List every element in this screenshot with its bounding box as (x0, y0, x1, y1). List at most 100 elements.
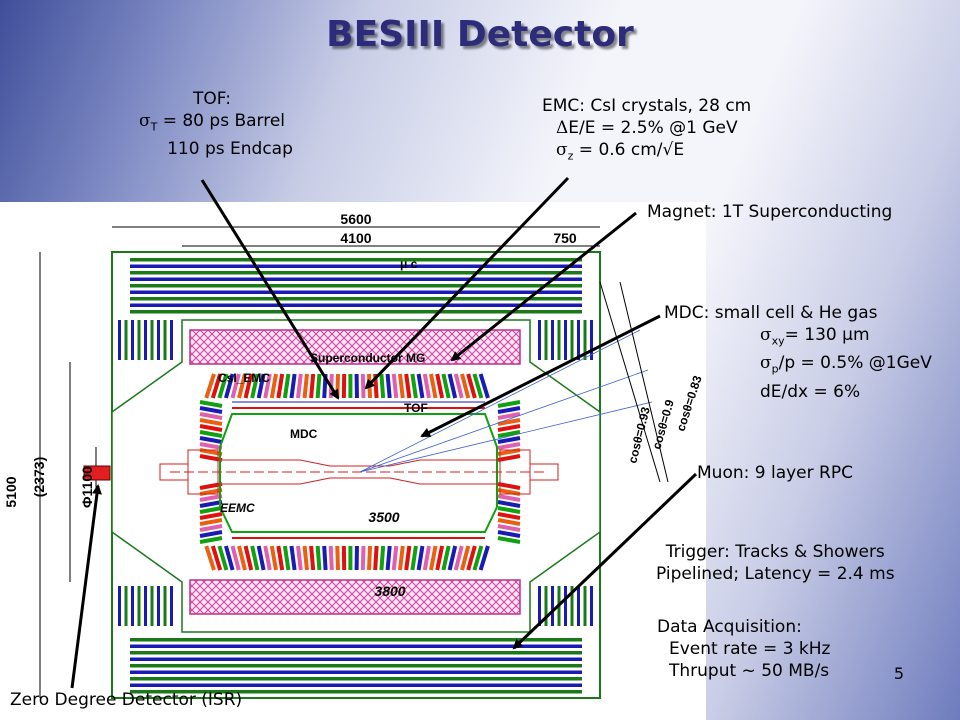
mdc-line1: MDC: small cell & He gas (664, 303, 878, 323)
emc-crystal (269, 545, 278, 571)
emc-crystal (204, 545, 216, 571)
muon-stripe (538, 586, 541, 626)
emc-endcap-crystal (199, 536, 223, 544)
muon-stripe (163, 320, 167, 360)
muon-stripe (150, 586, 154, 626)
emc-sub: z (567, 149, 574, 163)
emc-crystal (398, 545, 405, 571)
emc-crystal (360, 545, 366, 571)
emc-crystal (435, 545, 445, 571)
emc-crystal (210, 545, 223, 571)
emc-crystal (282, 545, 291, 571)
muon-stripe (130, 644, 582, 648)
trigger-note: Trigger: Tracks & Showers Pipelined; Lat… (656, 541, 895, 585)
emc-endcap-crystal (497, 442, 521, 450)
trigger-line2: Pipelined; Latency = 2.4 ms (656, 564, 895, 584)
emc-crystal (391, 545, 399, 571)
emc-crystal (276, 545, 285, 571)
emc-crystal (367, 373, 373, 399)
daq-line1: Data Acquisition: (657, 617, 802, 637)
emc-crystal (296, 373, 303, 399)
dim-3800: 3800 (374, 583, 405, 599)
zdd-box (83, 465, 111, 481)
emc-endcap-crystal (199, 506, 223, 514)
muon-layers-bottom (130, 638, 582, 694)
label-mu-c: μ c (400, 257, 418, 271)
muon-stripe (557, 320, 561, 360)
muon-stripe (130, 264, 582, 268)
emc-line2: E/E = 2.5% @1 GeV (568, 118, 738, 138)
daq-line3: Thruput ~ 50 MB/s (669, 661, 830, 681)
muon-stripe (130, 271, 582, 275)
muon-stripe (551, 586, 554, 626)
page-number: 5 (893, 664, 904, 683)
emc-crystal (429, 545, 438, 571)
muon-stripe (544, 320, 548, 360)
emc-crystal (296, 545, 303, 571)
label-superconductor: Superconductor MG (310, 351, 425, 365)
muon-stripe (131, 586, 134, 626)
muon-stripe (130, 670, 582, 674)
label-csi-emc: CsI_EMC (218, 371, 270, 385)
muon-stripe (137, 320, 141, 360)
emc-crystal (230, 545, 241, 571)
tof-note: TOF: σT = 80 ps Barrel 110 ps Endcap (112, 88, 312, 160)
emc-endcap-crystal (199, 436, 223, 444)
emc-crystal (335, 373, 340, 399)
emc-endcap-crystal (199, 500, 223, 508)
mdc-line4: dE/dx = 6% (760, 381, 861, 402)
muon-stripe (551, 320, 554, 360)
emc-crystal (404, 545, 412, 571)
emc-crystal (328, 545, 334, 571)
emc-crystal (472, 545, 484, 571)
muon-stripe (130, 297, 582, 301)
label-cos-093: cosθ=0.93 (625, 405, 653, 465)
muon-stripe (557, 586, 561, 626)
muon-stripe (538, 320, 541, 360)
trigger-line1: Trigger: Tracks & Showers (665, 542, 885, 562)
emc-line3: = 0.6 cm/√E (573, 140, 685, 160)
emc-crystal (441, 545, 451, 571)
muon-stripe (163, 586, 167, 626)
emc-crystal (398, 373, 405, 399)
sigma-symbol: σ (760, 353, 772, 374)
muon-stripe (157, 320, 160, 360)
muon-stripe (118, 320, 121, 360)
emc-crystal (302, 373, 309, 399)
emc-endcap-crystal (199, 442, 223, 450)
magnet-note: Magnet: 1T Superconducting (647, 202, 893, 222)
sigma-symbol: σ (556, 140, 568, 160)
muon-stripe (577, 586, 580, 626)
muon-note: Muon: 9 layer RPC (697, 463, 853, 483)
muon-stripe (130, 638, 582, 642)
emc-crystal (315, 545, 322, 571)
emc-crystal (373, 545, 379, 571)
muon-layers-left (118, 320, 173, 626)
muon-stripe (130, 290, 582, 294)
muon-stripe (130, 303, 582, 307)
dim-3500: 3500 (368, 509, 399, 525)
muon-stripe (130, 677, 582, 681)
emc-crystal (385, 545, 392, 571)
label-cos-09: cosθ=0.9 (649, 398, 677, 451)
muon-stripe (130, 284, 582, 288)
zdd-note: Zero Degree Detector (ISR) (10, 690, 243, 710)
emc-crystal (263, 545, 272, 571)
emc-crystal (379, 545, 386, 571)
tof-sub: T (150, 120, 158, 134)
muon-stripe (570, 320, 574, 360)
emc-endcap-crystal (199, 512, 223, 520)
daq-note: Data Acquisition: Event rate = 3 kHz Thr… (657, 616, 830, 682)
emc-crystal (410, 545, 418, 571)
muon-stripe (544, 586, 548, 626)
tof-line3: 110 ps Endcap (167, 139, 293, 160)
tof-line2: = 80 ps Barrel (157, 111, 286, 131)
mdc-line3: /p = 0.5% @1GeV (778, 353, 932, 374)
emc-note: EMC: CsI crystals, 28 cm ΔE/E = 2.5% @1 … (542, 95, 751, 167)
muon-stripe (137, 586, 141, 626)
emc-endcap-crystal (199, 524, 223, 532)
emc-crystal (237, 545, 247, 571)
emc-crystal (289, 545, 297, 571)
muon-stripe (130, 683, 582, 687)
detector-cross-section: 5600 4100 750 5100 (2373) Φ1100 3500 380… (0, 202, 706, 720)
